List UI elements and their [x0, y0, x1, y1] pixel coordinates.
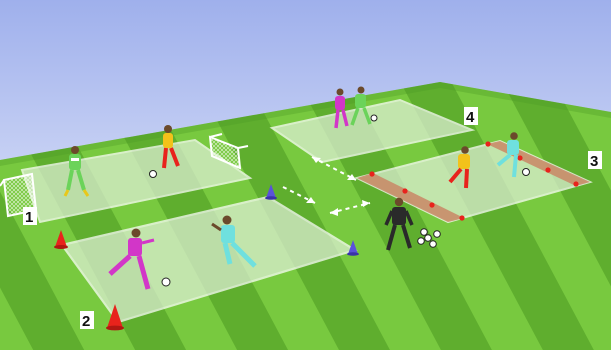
- zone-label-3: 3: [588, 151, 602, 170]
- zone-label-2: 2: [80, 311, 94, 330]
- soccer-ball-icon: [434, 231, 441, 238]
- zone-label-4: 4: [464, 107, 478, 126]
- zone-label-text: 2: [82, 313, 90, 330]
- soccer-ball-icon: [430, 241, 437, 248]
- soccer-ball-icon: [371, 115, 377, 121]
- soccer-ball-icon: [162, 278, 170, 286]
- zone-label-text: 1: [25, 209, 33, 226]
- soccer-ball-icon: [150, 171, 157, 178]
- soccer-ball-icon: [421, 229, 428, 236]
- zone-label-text: 3: [590, 153, 598, 170]
- zone-label-text: 4: [466, 109, 475, 126]
- soccer-ball-icon: [425, 235, 432, 242]
- soccer-ball-icon: [523, 169, 530, 176]
- zone-label-1: 1: [23, 207, 37, 226]
- soccer-ball-icon: [418, 238, 425, 245]
